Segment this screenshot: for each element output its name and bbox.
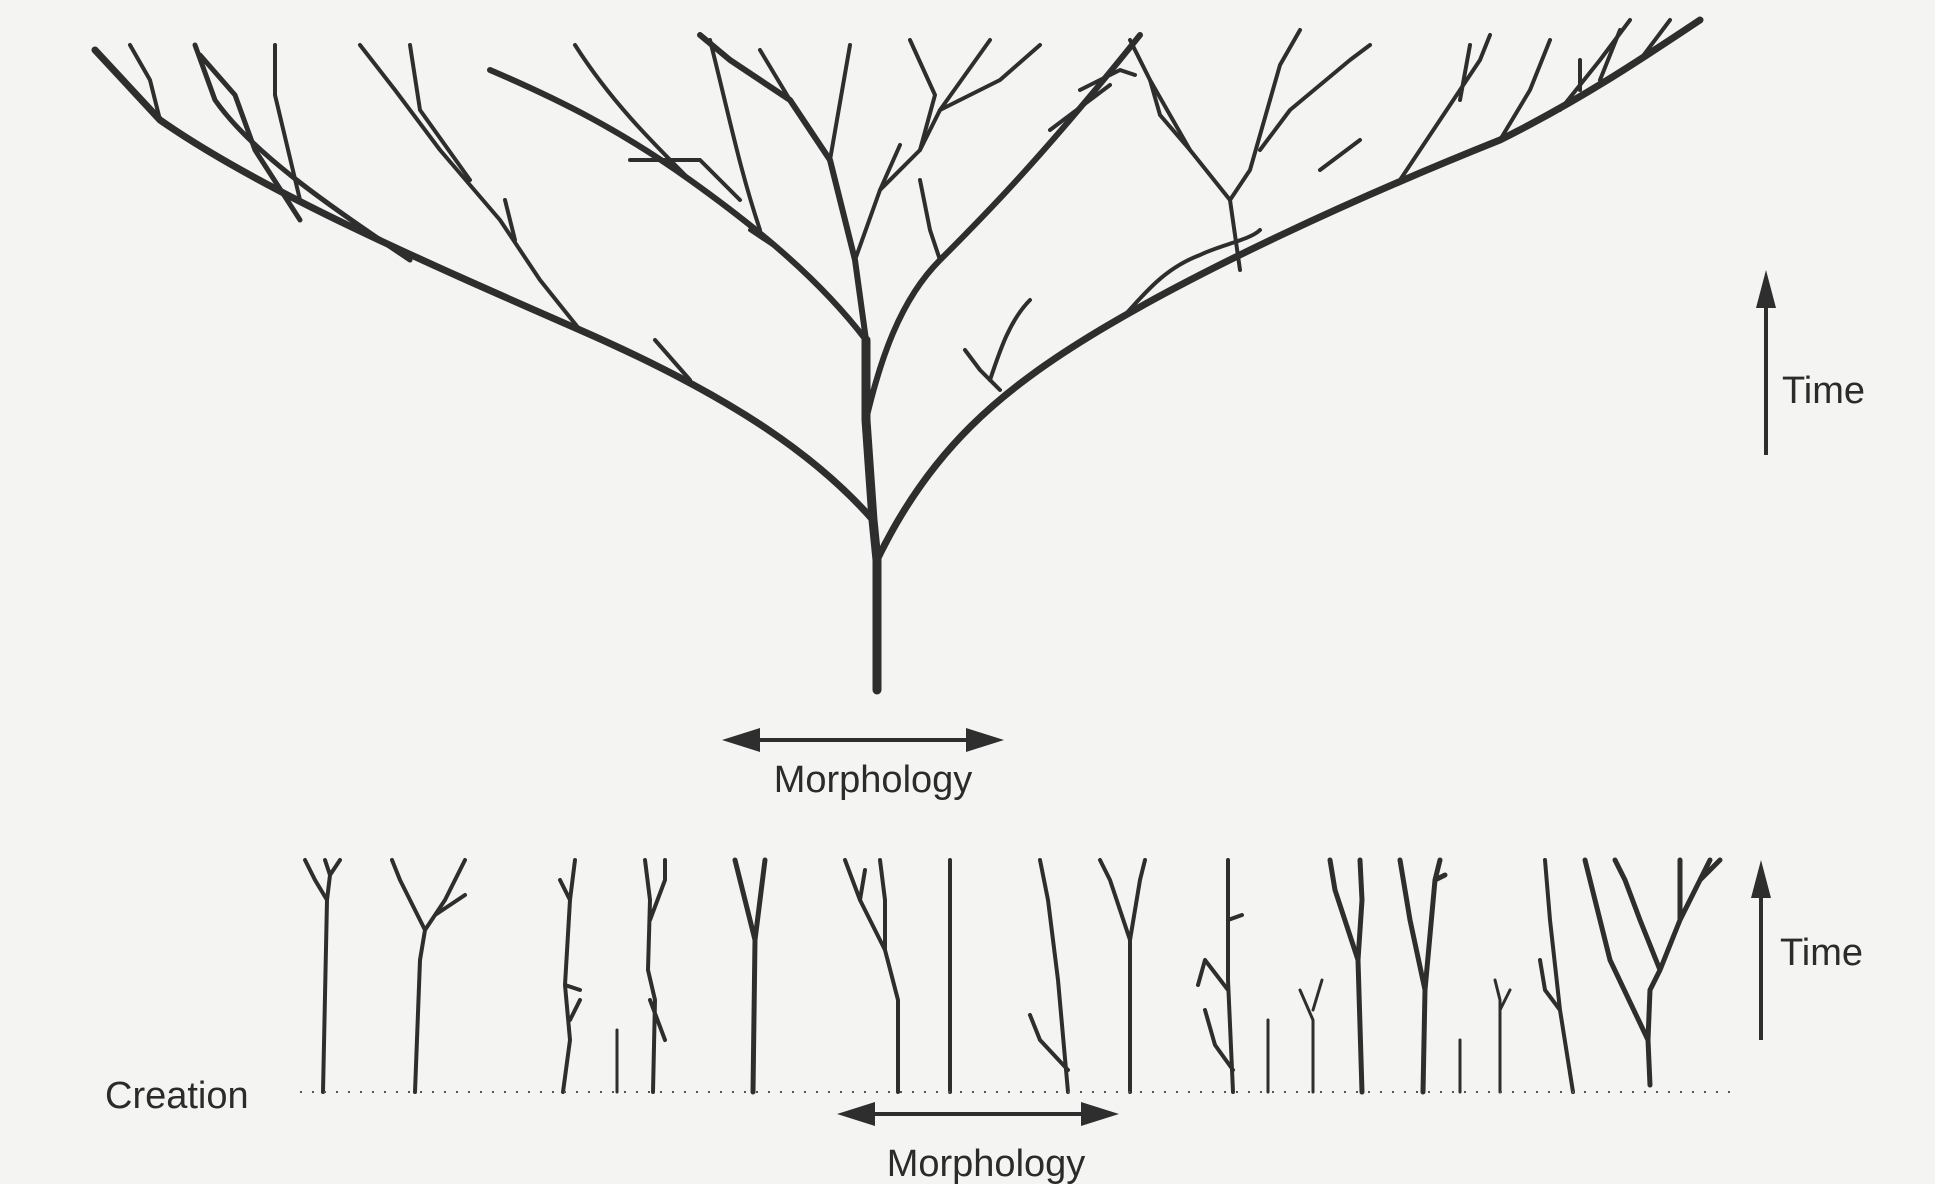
lineage: [845, 860, 898, 1092]
tree-branch: [1320, 140, 1360, 170]
tree-branch: [195, 45, 410, 260]
tree-branch: [750, 230, 780, 250]
tree-right-limb: [877, 20, 1700, 560]
tree-branch: [275, 45, 300, 200]
lineage: [1300, 980, 1322, 1092]
bottom-time-label: Time: [1780, 932, 1863, 974]
tree-branch: [1270, 30, 1300, 100]
lineage: [1030, 860, 1068, 1092]
top-morphology-arrow: [722, 728, 1004, 752]
lineage: [560, 860, 580, 1092]
tree-branch: [880, 145, 900, 190]
lineage: [1585, 860, 1720, 1085]
tree-branch: [920, 180, 940, 260]
tree-branch: [910, 40, 935, 150]
bottom-morphology-label: Morphology: [887, 1143, 1086, 1184]
tree-branch: [1400, 35, 1490, 180]
lineage: [1330, 860, 1362, 1092]
lineage: [305, 860, 340, 1092]
creation-label: Creation: [105, 1075, 249, 1117]
top-morphology-label: Morphology: [774, 759, 973, 801]
tree-branch: [410, 45, 470, 180]
lineage: [1495, 980, 1510, 1092]
lineage: [735, 860, 765, 1092]
lineage: [1198, 860, 1242, 1092]
lineage: [392, 860, 465, 1092]
lineage: [645, 860, 665, 1092]
lineage: [1400, 860, 1445, 1092]
branching-tree: [95, 20, 1700, 690]
bottom-time-arrow: [1751, 860, 1771, 1040]
tree-branch: [1130, 40, 1240, 270]
top-time-arrow: [1756, 270, 1776, 455]
lineage: [1540, 860, 1573, 1092]
tree-branch: [990, 300, 1030, 380]
tree-branch: [1260, 45, 1370, 150]
tree-branch: [830, 45, 850, 160]
tree-branch: [1230, 100, 1270, 200]
top-time-label: Time: [1782, 370, 1865, 412]
tree-center-left-limb: [490, 70, 866, 340]
tree-branch: [360, 45, 580, 330]
tree-branch: [940, 45, 1040, 110]
lineage: [1100, 860, 1145, 1092]
tree-branch: [1460, 45, 1470, 100]
tree-left-limb: [95, 50, 873, 520]
separate-lineages: [305, 860, 1720, 1092]
bottom-morphology-arrow: [837, 1102, 1119, 1126]
